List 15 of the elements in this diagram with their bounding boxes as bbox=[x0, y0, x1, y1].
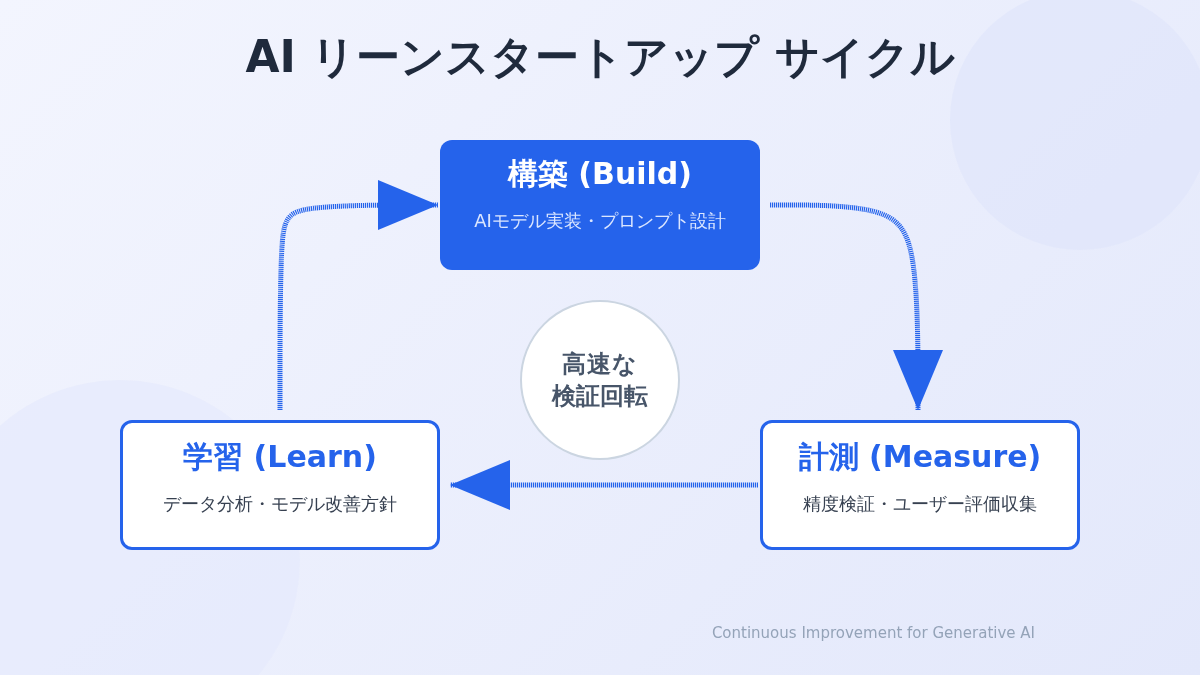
process-box bbox=[440, 140, 760, 270]
node-title: 計測 (Measure) bbox=[798, 438, 1042, 476]
node-title: 学習 (Learn) bbox=[183, 438, 377, 476]
process-box bbox=[120, 420, 440, 550]
node-description: 精度検証・ユーザー評価収集 bbox=[803, 492, 1037, 516]
title: AI リーンスタートアップ サイクル bbox=[245, 30, 955, 84]
node-title: 高速な検証回転 bbox=[551, 348, 649, 412]
node-description: AIモデル実装・プロンプト設計 bbox=[474, 209, 726, 233]
node-description: データ分析・モデル改善方針 bbox=[163, 492, 397, 516]
arrow bbox=[277, 180, 438, 410]
arrow bbox=[770, 202, 943, 410]
arrow bbox=[450, 460, 758, 510]
process-box bbox=[760, 420, 1080, 550]
node-title: 構築 (Build) bbox=[507, 155, 693, 193]
footnote: Continuous Improvement for Generative AI bbox=[711, 624, 1035, 642]
